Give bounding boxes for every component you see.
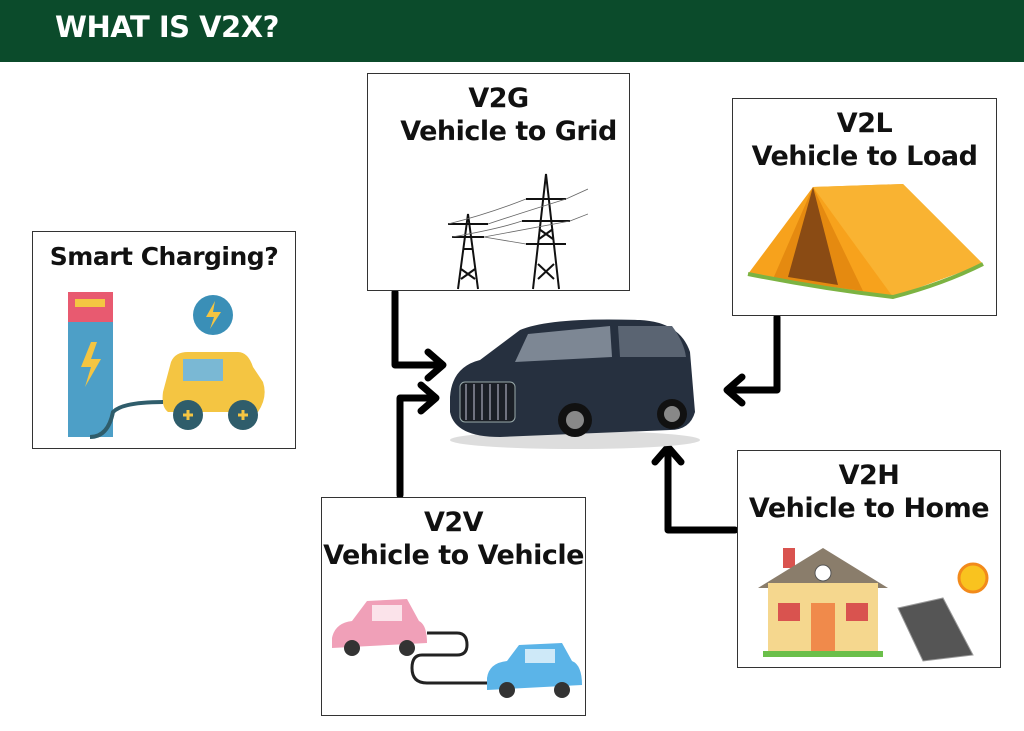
arrow-v2v-to-car — [396, 381, 440, 499]
v2h-code: V2H — [838, 460, 900, 491]
ev-charging-icon — [68, 292, 265, 439]
v2g-label: Vehicle to Grid — [400, 116, 617, 147]
smart-charging-label: Smart Charging? — [49, 242, 279, 271]
v2v-label: Vehicle to Vehicle — [323, 540, 584, 571]
header-banner: WHAT IS V2X? — [0, 0, 1024, 62]
v2g-code: V2G — [468, 83, 529, 114]
smart-charging-box: Smart Charging? — [32, 231, 296, 449]
v2l-box: V2L Vehicle to Load — [732, 98, 997, 316]
home-solar-icon — [758, 548, 989, 662]
v2g-box: V2G Vehicle to Grid — [367, 73, 630, 291]
tent-icon — [747, 184, 984, 300]
power-tower-icon — [447, 173, 588, 290]
v2h-label: Vehicle to Home — [748, 493, 990, 524]
page-title: WHAT IS V2X? — [55, 10, 279, 44]
v2v-code: V2V — [423, 507, 484, 538]
two-cars-icon — [332, 599, 582, 698]
v2v-box: V2V Vehicle to Vehicle — [321, 497, 586, 716]
arrow-v2h-to-car — [651, 443, 739, 534]
arrow-v2g-to-car — [391, 288, 447, 382]
v2l-label: Vehicle to Load — [751, 141, 978, 172]
v2h-box: V2H Vehicle to Home — [737, 450, 1001, 668]
minivan-image — [450, 319, 700, 449]
arrow-v2l-to-car — [723, 313, 781, 407]
v2l-code: V2L — [836, 108, 893, 139]
